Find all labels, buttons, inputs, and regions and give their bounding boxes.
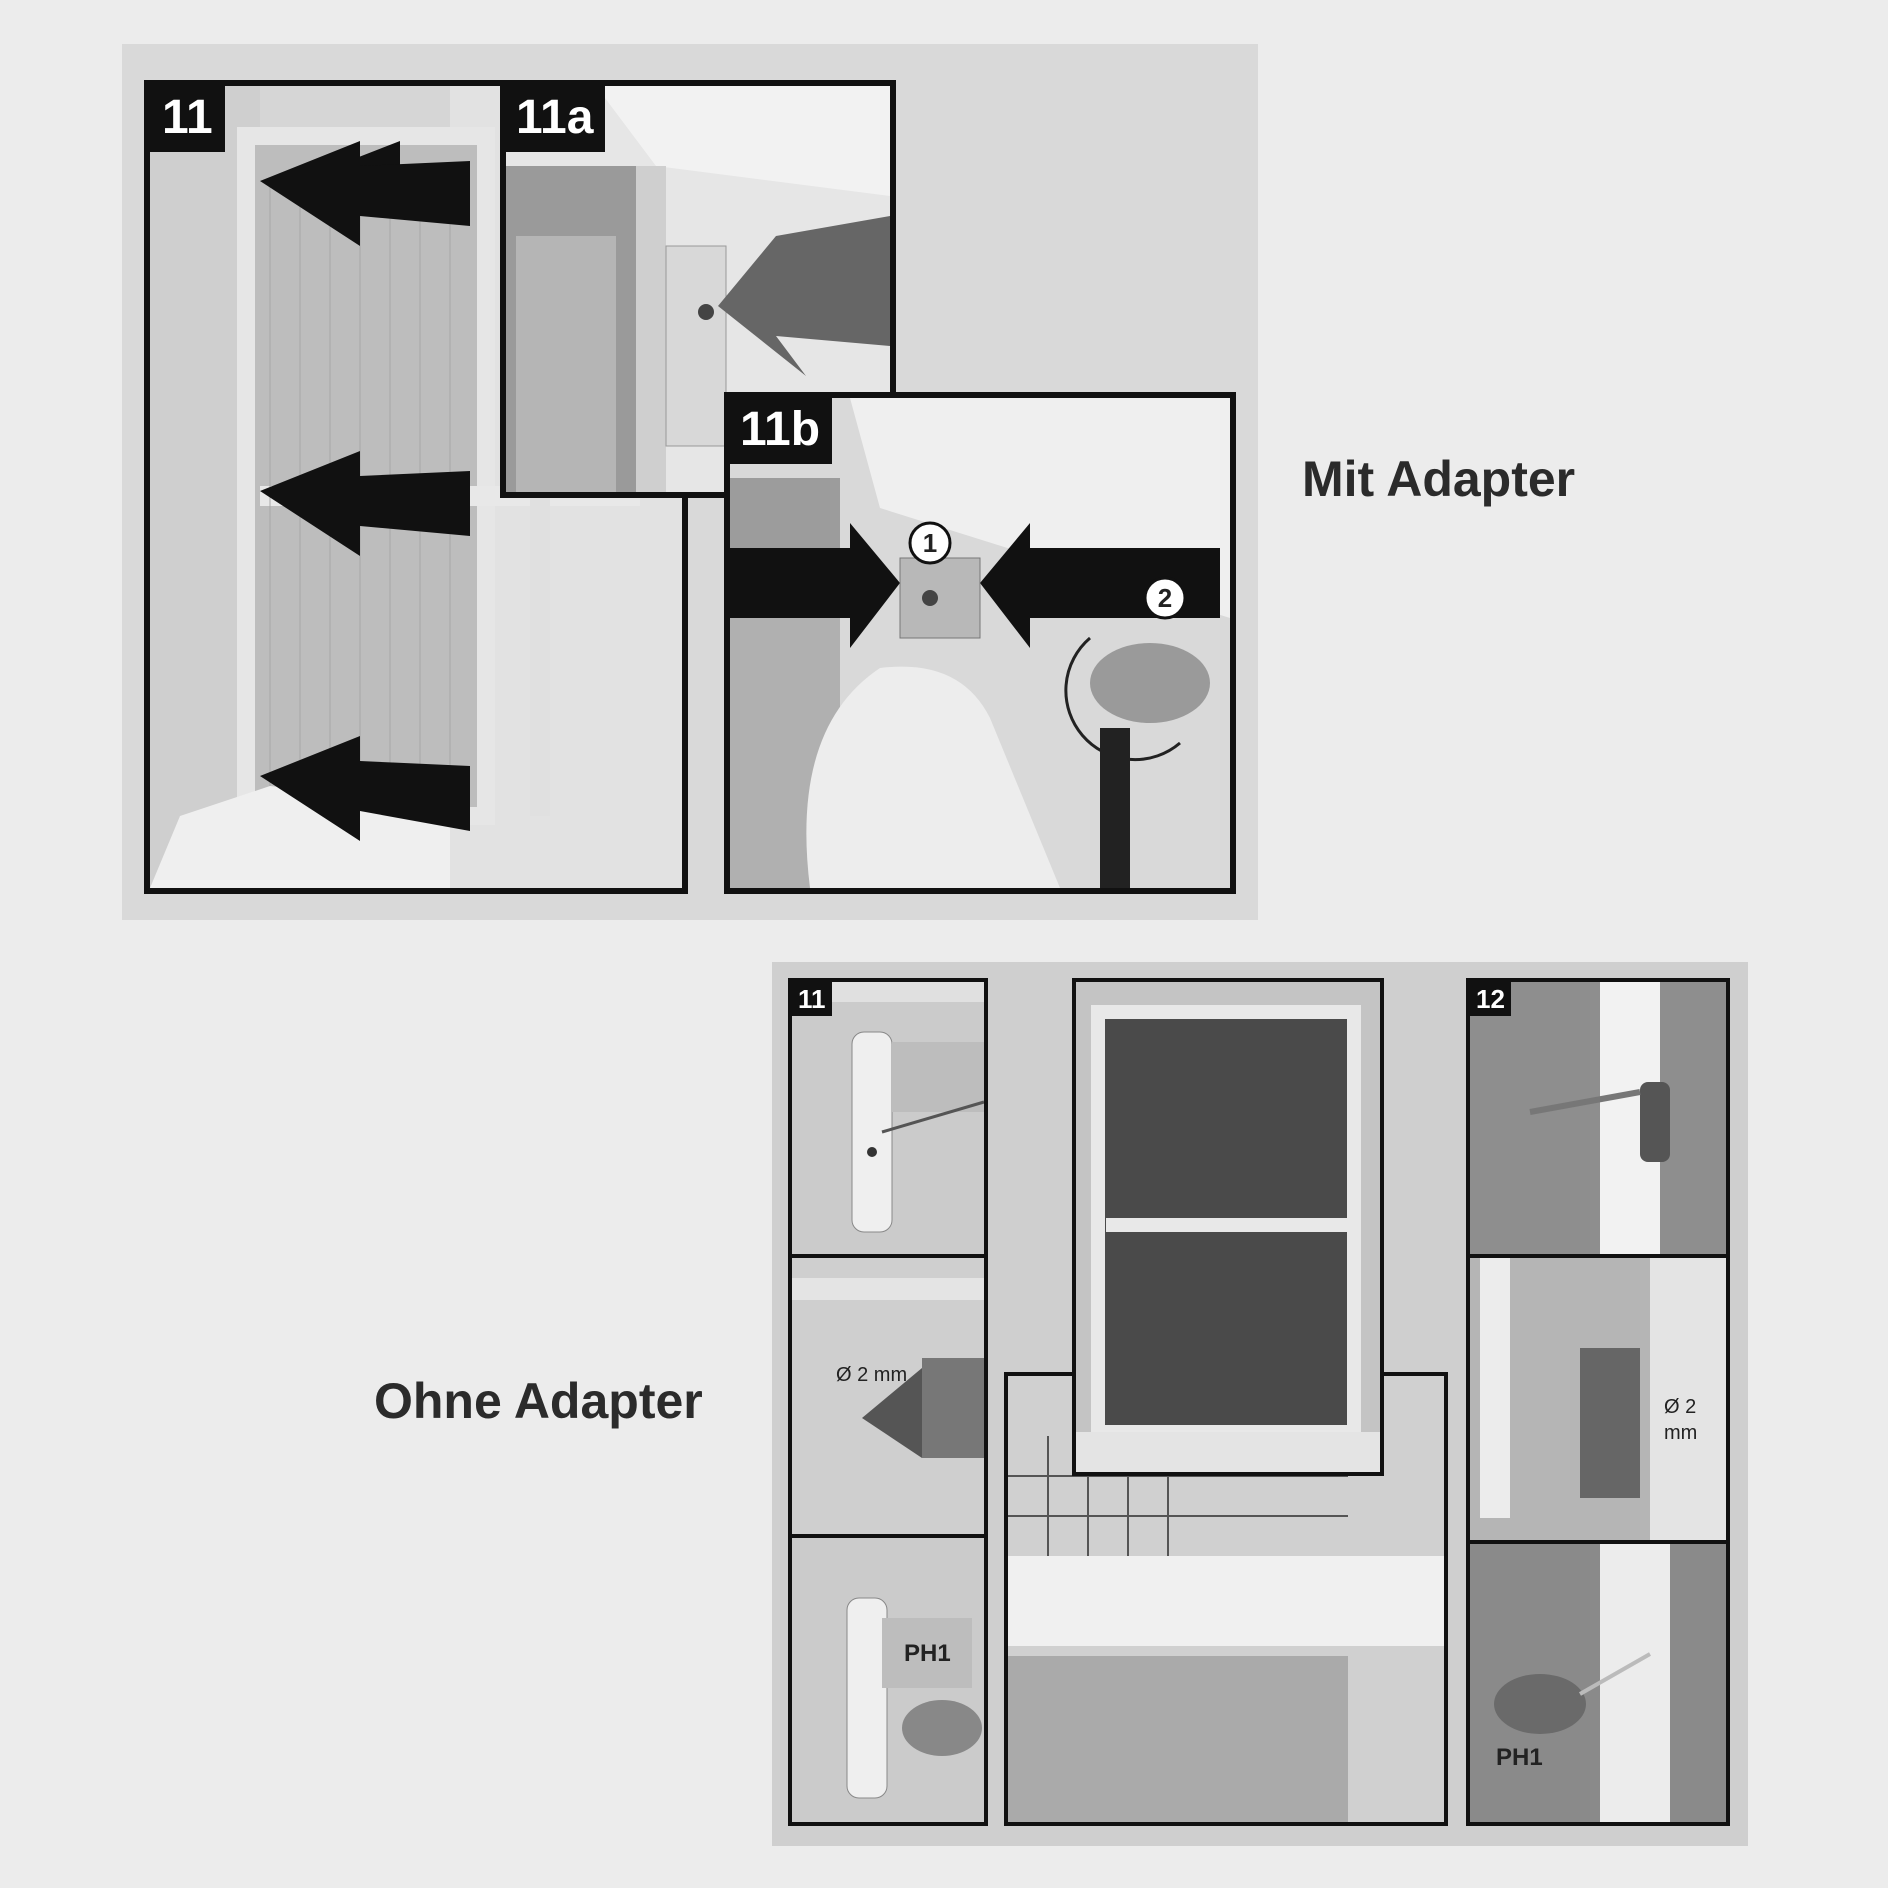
screwdriver-illustration: [792, 1538, 984, 1822]
step-11b-badge: 11b: [730, 398, 833, 464]
drill-illustration: [792, 1258, 984, 1534]
step-12-illustration: 12: [1466, 978, 1730, 1258]
door-screen-callout: [1072, 978, 1384, 1476]
marker-2: 2: [1157, 583, 1173, 613]
marker-1: 1: [922, 528, 938, 558]
screen-door-illustration: [1076, 982, 1380, 1472]
screwdriver-bit-label-left: PH1: [904, 1640, 951, 1667]
adapter-mount-illustration: [730, 398, 1230, 888]
marker-1-circle: [908, 521, 952, 565]
drill-size-label-right-1: Ø 2: [1664, 1396, 1697, 1418]
marker-2-circle: [1143, 576, 1187, 620]
drill-left-illustration: Ø 2 mm: [788, 1254, 988, 1538]
door-stop-illustration: [1470, 982, 1726, 1254]
step-11-badge-small: 11: [792, 982, 832, 1016]
without-adapter-label: Ohne Adapter: [374, 1373, 703, 1429]
screwdriver-bit-label-right: PH1: [1496, 1744, 1543, 1771]
screwdriver-illustration-right: [1470, 1544, 1726, 1822]
step-12-badge: 12: [1470, 982, 1511, 1016]
step-11b-illustration: 11b 1 2: [724, 392, 1236, 894]
step-11-badge: 11: [150, 86, 225, 152]
with-adapter-label: Mit Adapter: [1302, 451, 1576, 507]
drill-size-label-left: Ø 2 mm: [836, 1364, 908, 1386]
arrow-gradient: [718, 216, 890, 376]
drill-size-label-right-2: mm: [1664, 1422, 1698, 1444]
screwdriver-left-illustration: PH1: [788, 1534, 988, 1826]
hinge-illustration: [792, 982, 984, 1254]
screwdriver-right-illustration: PH1: [1466, 1540, 1730, 1826]
drill-right-illustration: Ø 2 mm: [1466, 1254, 1730, 1544]
step-11-hinge-illustration: 11: [788, 978, 988, 1258]
drill-illustration-right: [1470, 1258, 1726, 1540]
step-11a-badge: 11a: [506, 86, 606, 152]
